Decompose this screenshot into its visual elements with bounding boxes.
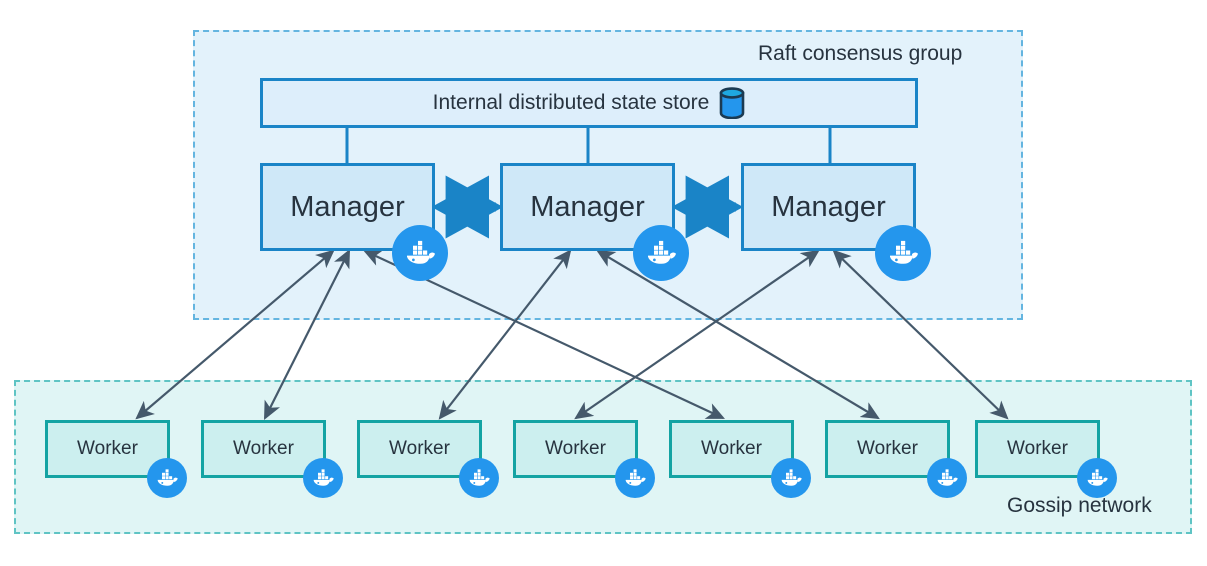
raft-consensus-group-label: Raft consensus group — [758, 42, 963, 65]
state-store-content: Internal distributed state store — [433, 87, 746, 119]
worker-label: Worker — [545, 438, 606, 459]
docker-whale-icon — [875, 225, 931, 281]
docker-whale-icon — [615, 458, 655, 498]
gossip-network-group-label: Gossip network — [1007, 494, 1152, 517]
worker-label: Worker — [77, 438, 138, 459]
worker-label: Worker — [701, 438, 762, 459]
docker-whale-icon — [771, 458, 811, 498]
docker-whale-icon — [1077, 458, 1117, 498]
manager-label: Manager — [771, 190, 886, 223]
state-store-label: Internal distributed state store — [432, 91, 710, 114]
database-cylinder-icon — [719, 87, 745, 119]
docker-whale-icon — [459, 458, 499, 498]
manager-label: Manager — [290, 190, 405, 223]
worker-label: Worker — [233, 438, 294, 459]
worker-node-5[interactable]: Worker — [669, 420, 794, 478]
manager-label: Manager — [530, 190, 645, 223]
docker-whale-icon — [633, 225, 689, 281]
worker-node-7[interactable]: Worker — [975, 420, 1100, 478]
internal-state-store-box[interactable]: Internal distributed state store — [260, 78, 918, 128]
worker-label: Worker — [389, 438, 450, 459]
docker-whale-icon — [392, 225, 448, 281]
docker-whale-icon — [147, 458, 187, 498]
docker-whale-icon — [303, 458, 343, 498]
worker-label: Worker — [1007, 438, 1068, 459]
worker-label: Worker — [857, 438, 918, 459]
docker-whale-icon — [927, 458, 967, 498]
worker-node-6[interactable]: Worker — [825, 420, 950, 478]
